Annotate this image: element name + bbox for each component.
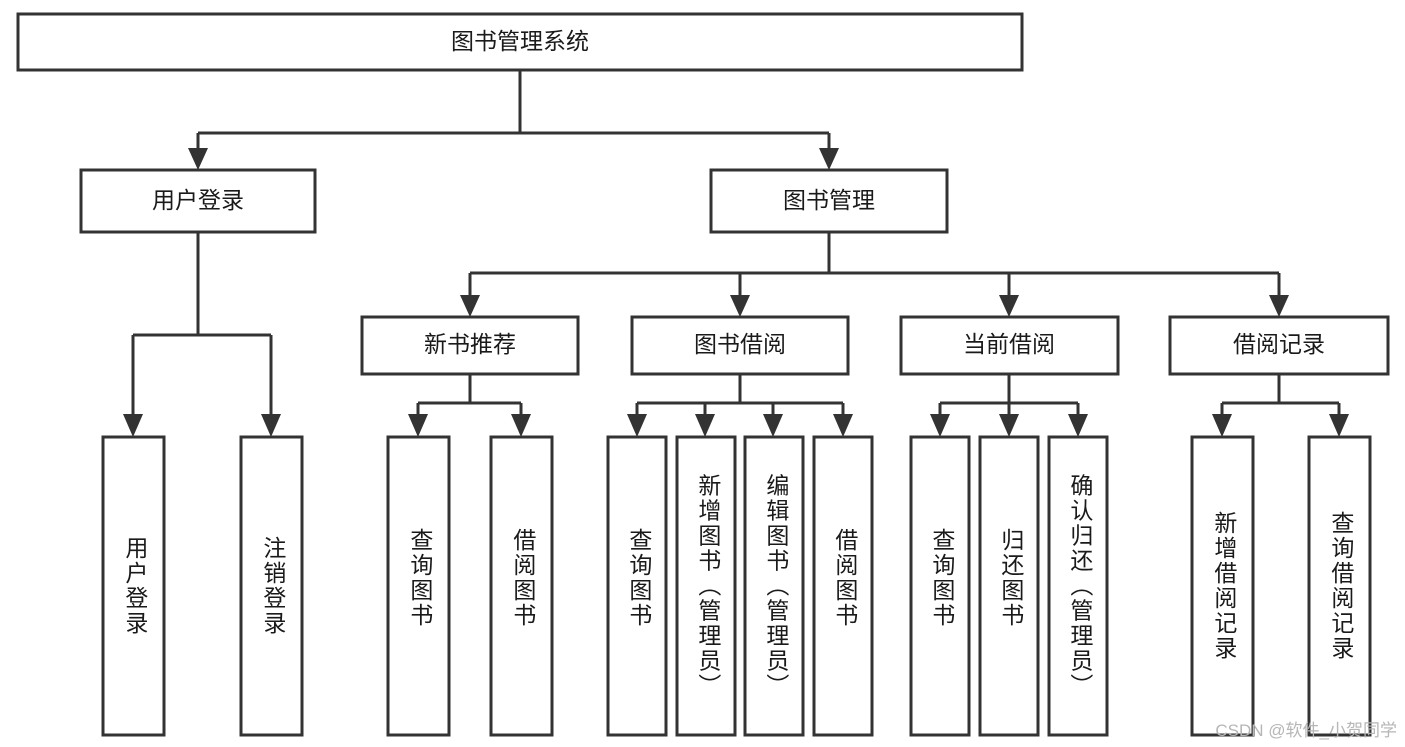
node-login[interactable]: 用户登录 [79, 168, 317, 234]
node-leaf2-box[interactable] [239, 435, 304, 737]
connector-group-login [123, 232, 281, 437]
arrowhead-br-leaf6 [695, 414, 715, 437]
node-bookmgmt[interactable]: 图书管理 [709, 168, 949, 234]
node-records-box[interactable] [1168, 315, 1390, 376]
node-leaf13-label: 查询借阅记录 [1328, 511, 1355, 661]
connector-group-root [188, 70, 839, 170]
node-leaf7-box[interactable] [743, 435, 805, 737]
node-leaf5-label: 查询图书 [626, 528, 653, 628]
node-leaf3-label: 查询图书 [407, 528, 434, 628]
connector-group-records [1212, 374, 1349, 437]
node-leaf6-box[interactable] [675, 435, 737, 737]
node-leaf9[interactable]: 查询图书 [909, 435, 971, 737]
node-leaf6[interactable]: 新增图书（管理员） [675, 435, 737, 737]
node-leaf12[interactable]: 新增借阅记录 [1190, 435, 1255, 737]
node-leaf5-box[interactable] [606, 435, 668, 737]
node-leaf12-box[interactable] [1190, 435, 1255, 737]
node-leaf9-box[interactable] [909, 435, 971, 737]
node-leaf1-label: 用户登录 [122, 536, 149, 636]
node-leaf9-label: 查询图书 [929, 528, 956, 628]
arrowhead-br-leaf7 [763, 414, 783, 437]
connector-group-newbook [408, 374, 531, 437]
csdn-watermark: CSDN @软件_小贺同学 [1215, 721, 1397, 740]
arrowhead-bm-records [1269, 295, 1289, 317]
node-leaf4-box[interactable] [489, 435, 554, 737]
arrowhead-root-bookmgmt [819, 148, 839, 170]
node-leaf1[interactable]: 用户登录 [101, 435, 166, 737]
node-borrow-label: 图书借阅 [694, 331, 786, 357]
node-current[interactable]: 当前借阅 [899, 315, 1120, 376]
node-root[interactable]: 图书管理系统 [16, 12, 1024, 72]
arrowhead-bm-borrow [730, 295, 750, 317]
node-root-box[interactable] [16, 12, 1024, 72]
node-borrow[interactable]: 图书借阅 [630, 315, 850, 376]
arrowhead-br-leaf8 [833, 414, 853, 437]
node-leaf4-label: 借阅图书 [510, 528, 537, 628]
arrowhead-nb-leaf4 [511, 414, 531, 437]
node-leaf8[interactable]: 借阅图书 [812, 435, 874, 737]
connector-group-current [930, 374, 1088, 437]
node-current-box[interactable] [899, 315, 1120, 376]
node-leaf4[interactable]: 借阅图书 [489, 435, 554, 737]
arrowhead-br-leaf5 [627, 414, 647, 437]
node-leaf7-label: 编辑图书（管理员） [763, 474, 790, 699]
node-leaf11-label: 确认归还（管理员） [1067, 474, 1094, 699]
node-leaf3[interactable]: 查询图书 [386, 435, 451, 737]
node-leaf10-label: 归还图书 [998, 528, 1025, 628]
arrowhead-cu-leaf10 [999, 414, 1019, 437]
node-login-label: 用户登录 [152, 187, 244, 213]
arrowhead-bm-current [999, 295, 1019, 317]
node-leaf6-label: 新增图书（管理员） [695, 474, 722, 699]
node-leaf10-box[interactable] [978, 435, 1040, 737]
node-records-label: 借阅记录 [1233, 331, 1325, 357]
node-leaf8-label: 借阅图书 [832, 528, 859, 628]
arrowhead-re-leaf13 [1329, 414, 1349, 437]
arrowhead-login-leaf1 [123, 414, 143, 437]
node-bookmgmt-box[interactable] [709, 168, 949, 234]
node-leaf11-box[interactable] [1047, 435, 1109, 737]
node-leaf11[interactable]: 确认归还（管理员） [1047, 435, 1109, 737]
node-leaf10[interactable]: 归还图书 [978, 435, 1040, 737]
node-root-label: 图书管理系统 [451, 28, 589, 54]
node-leaf13[interactable]: 查询借阅记录 [1307, 435, 1372, 737]
node-borrow-box[interactable] [630, 315, 850, 376]
node-leaf13-box[interactable] [1307, 435, 1372, 737]
node-login-box[interactable] [79, 168, 317, 234]
arrowhead-cu-leaf9 [930, 414, 950, 437]
node-leaf12-label: 新增借阅记录 [1211, 511, 1238, 661]
connector-group-borrow [627, 374, 853, 437]
node-bookmgmt-label: 图书管理 [783, 187, 875, 213]
arrowhead-root-login [188, 148, 208, 170]
node-leaf8-box[interactable] [812, 435, 874, 737]
node-leaf2[interactable]: 注销登录 [239, 435, 304, 737]
connector-group-bookmgmt [460, 232, 1289, 317]
node-newbook-label: 新书推荐 [424, 331, 516, 357]
node-leaf1-box[interactable] [101, 435, 166, 737]
node-records[interactable]: 借阅记录 [1168, 315, 1390, 376]
arrowhead-login-leaf2 [261, 414, 281, 437]
node-leaf2-label: 注销登录 [260, 536, 287, 636]
node-leaf7[interactable]: 编辑图书（管理员） [743, 435, 805, 737]
arrowhead-re-leaf12 [1212, 414, 1232, 437]
node-leaf3-box[interactable] [386, 435, 451, 737]
arrowhead-cu-leaf11 [1068, 414, 1088, 437]
node-newbook-box[interactable] [360, 315, 580, 376]
node-newbook[interactable]: 新书推荐 [360, 315, 580, 376]
arrowhead-nb-leaf3 [408, 414, 428, 437]
arrowhead-bm-newbook [460, 295, 480, 317]
node-current-label: 当前借阅 [963, 331, 1055, 357]
node-leaf5[interactable]: 查询图书 [606, 435, 668, 737]
